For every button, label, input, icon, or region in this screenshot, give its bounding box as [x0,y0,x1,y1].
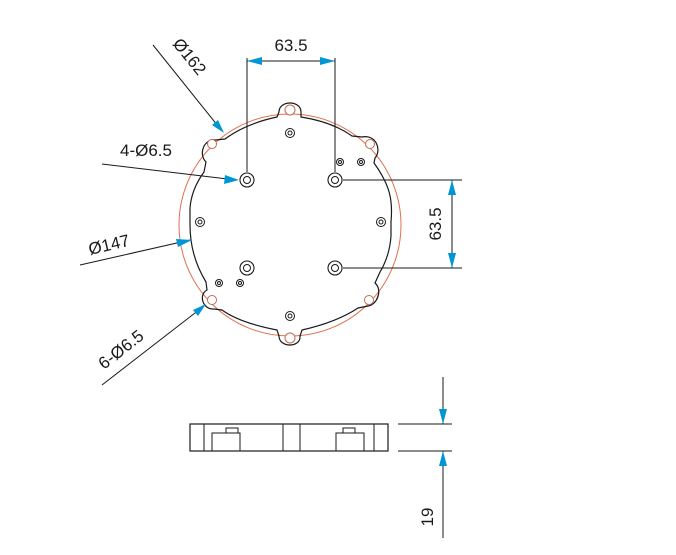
small-hole [336,158,344,166]
four-holes-label: 4-Ø6.5 [120,141,172,160]
main-hole [239,260,255,276]
lug-hole [364,295,374,305]
lug-hole [207,139,217,149]
small-hole [376,217,386,227]
plate-outline [189,102,393,346]
small-hole [285,311,295,321]
main-hole [239,172,255,188]
thickness-label: 19 [418,508,437,527]
small-hole [236,279,244,287]
lug-hole [365,139,375,149]
right-span-dimension: 63.5 [343,179,462,269]
small-hole [215,279,223,287]
lug-hole [207,295,217,305]
lug-hole [284,332,296,344]
main-hole [327,260,343,276]
six-holes-label: 6-Ø6.5 [95,326,148,373]
side-view [189,423,389,452]
outer-diameter-callout: Ø162 [152,35,224,133]
top-span-label: 63.5 [274,36,307,55]
lug-hole [284,104,296,116]
small-hole [195,217,205,227]
top-span-dimension: 63.5 [246,36,336,172]
inner-diameter-callout: Ø147 [79,231,192,266]
right-span-label: 63.5 [426,207,445,240]
small-hole [285,128,295,138]
four-holes-callout: 4-Ø6.5 [101,141,239,184]
thickness-dimension: 19 [398,377,452,538]
small-hole [357,158,365,166]
main-hole [327,172,343,188]
six-holes-callout: 6-Ø6.5 [95,304,206,386]
